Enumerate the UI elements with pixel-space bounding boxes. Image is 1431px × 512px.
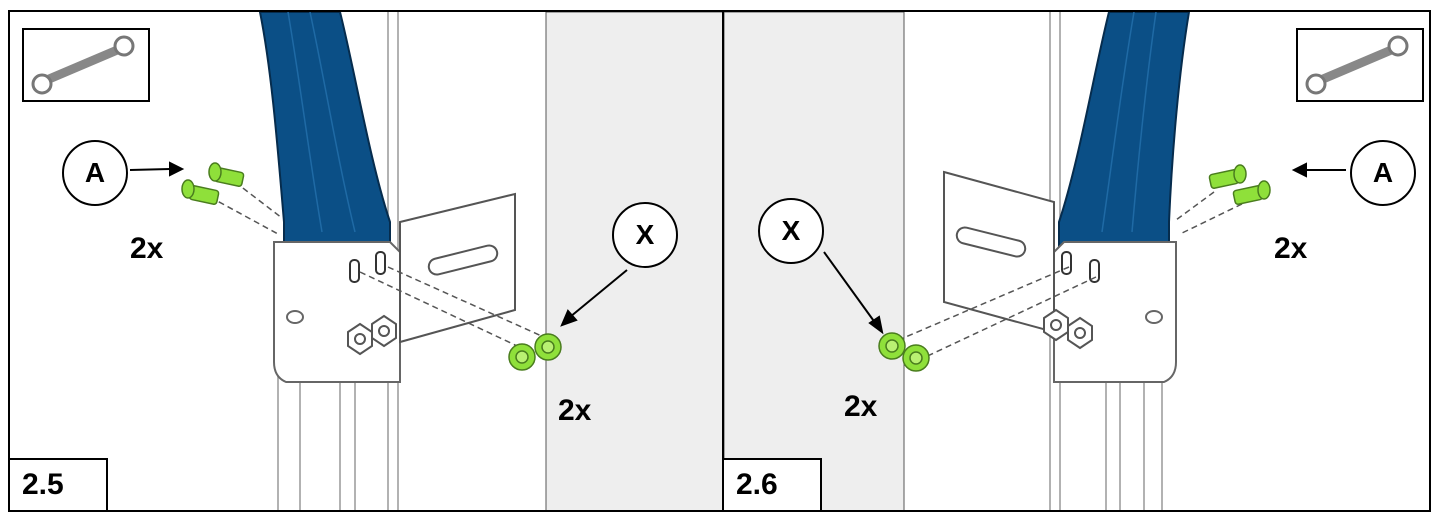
- callout-hardware-x: X: [612, 202, 678, 268]
- wall-surface: [724, 12, 905, 510]
- callout-part-a: A: [1350, 140, 1416, 206]
- hardware-x-nuts: [878, 332, 930, 372]
- bracket-sleeve: [1053, 241, 1177, 383]
- mounted-nuts: [347, 314, 397, 356]
- tool-box: [22, 28, 150, 102]
- part-a-bolts: [1208, 164, 1271, 205]
- hardware-quantity: 2x: [844, 390, 878, 423]
- blue-frame-leg: [258, 12, 391, 253]
- step-number: 2.5: [10, 458, 108, 510]
- tool-box: [1296, 28, 1424, 102]
- callout-part-a: A: [62, 140, 128, 206]
- part-quantity: 2x: [130, 232, 164, 265]
- hardware-quantity: 2x: [558, 394, 592, 427]
- wrench-icon: [1305, 35, 1409, 95]
- callout-hardware-x: X: [758, 198, 824, 264]
- mounted-nuts: [1043, 308, 1093, 350]
- wrench-icon: [31, 35, 135, 95]
- part-quantity: 2x: [1274, 232, 1308, 265]
- step-panel-2-6: A X 2x 2x 2.6: [722, 10, 1431, 512]
- hardware-x-nuts: [508, 333, 562, 371]
- part-a-bolts: [181, 162, 245, 205]
- assembly-illustration: [31, 12, 722, 510]
- step-number: 2.6: [724, 458, 822, 510]
- step-panel-2-5: A X 2x 2x 2.5: [8, 10, 724, 512]
- blue-frame-leg: [1058, 12, 1191, 253]
- assembly-illustration: [724, 12, 1409, 510]
